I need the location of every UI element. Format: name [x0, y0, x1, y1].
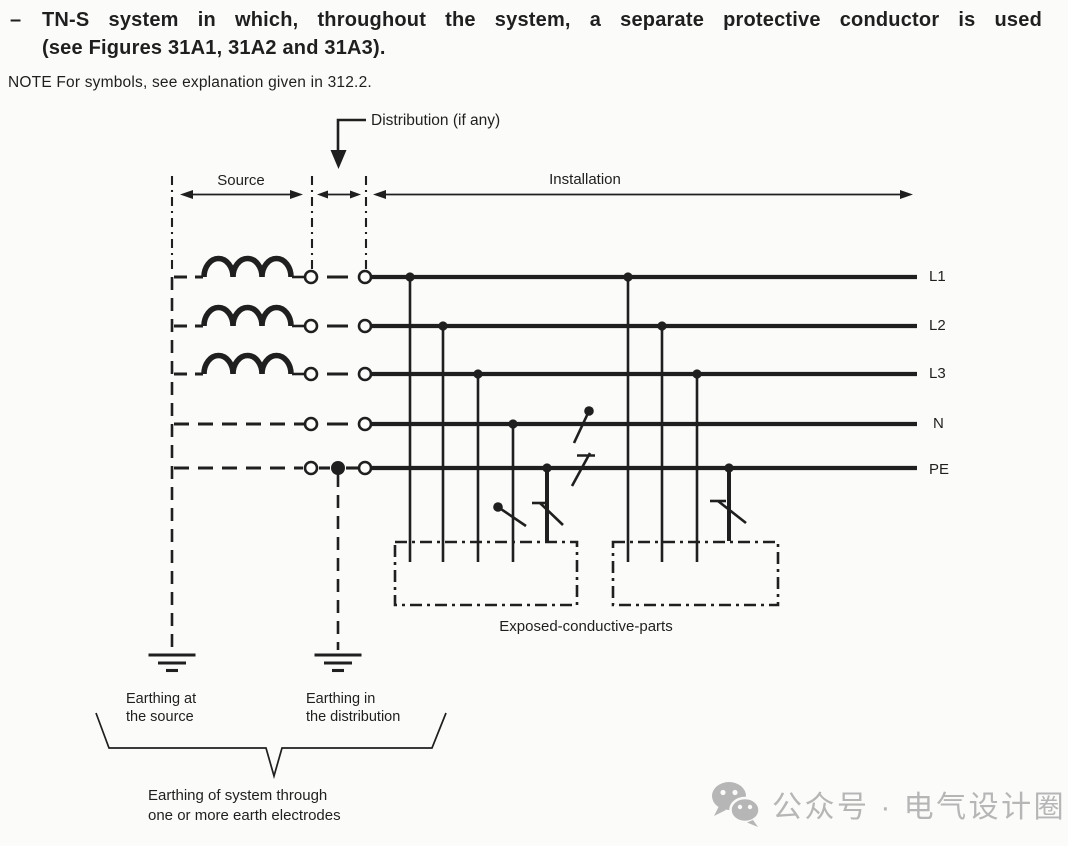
installation-span-arrow: [373, 190, 913, 199]
junction-dot: [473, 369, 483, 379]
heading-line2: (see Figures 31A1, 31A2 and 31A3).: [42, 37, 386, 59]
distribution-label: Distribution (if any): [371, 112, 501, 129]
pe-tap-symbol: [570, 452, 595, 487]
exposed-parts-box-1: [393, 540, 579, 607]
terminal-icon: [357, 269, 373, 285]
earth-icon: [148, 653, 196, 673]
terminal-icon: [303, 460, 319, 476]
distribution-arrow: [330, 118, 366, 169]
earthing-distribution-label: Earthing in the distribution: [306, 691, 401, 725]
terminal-icon: [357, 416, 373, 432]
conductor-L2: [174, 304, 917, 334]
conductor-L3: [174, 352, 917, 382]
watermark: 公众号 · 电气设计圈: [710, 780, 1066, 828]
wechat-icon: [712, 782, 761, 827]
source-winding-icon: [201, 304, 294, 327]
source-label: Source: [217, 172, 265, 189]
branch-circuit-1: [405, 272, 552, 562]
junction-dot: [542, 463, 552, 473]
pe-earthing-junction: [331, 461, 345, 475]
heading-paragraph: – TN-S system in which, throughout the s…: [10, 9, 1042, 60]
junction-dot: [508, 419, 518, 429]
source-winding-icon: [201, 352, 294, 375]
conductor-label-L1: L1: [929, 268, 946, 285]
installation-label: Installation: [549, 171, 621, 188]
source-span-arrow: [180, 190, 303, 199]
terminal-icon: [303, 269, 319, 285]
earthing-source-label: Earthing at the source: [126, 691, 197, 725]
source-winding-icon: [201, 255, 294, 278]
heading-line1: TN-S system in which, throughout the sys…: [42, 9, 1042, 31]
earth-icon: [314, 653, 362, 673]
terminal-icon: [303, 416, 319, 432]
neutral-tap-symbol: [572, 406, 594, 444]
terminal-icon: [357, 318, 373, 334]
pe-tap-symbol: [710, 499, 747, 525]
junction-dot: [405, 272, 415, 282]
earthing-caption: Earthing of system through one or more e…: [148, 787, 341, 824]
conductor-label-L2: L2: [929, 317, 946, 334]
conductor-label-N: N: [933, 415, 944, 432]
conductor-PE: [174, 460, 917, 476]
exposed-parts-box-2: [611, 540, 780, 607]
junction-dot: [623, 272, 633, 282]
watermark-text: 公众号 · 电气设计圈: [772, 791, 1067, 824]
junction-dot: [692, 369, 702, 379]
conductor-label-PE: PE: [929, 461, 950, 478]
branch-circuit-2: [623, 272, 734, 562]
list-dash: –: [10, 9, 22, 31]
junction-dot: [724, 463, 734, 473]
distribution-span-arrow: [317, 190, 361, 199]
earthing-brace: [95, 712, 447, 780]
conductor-L1: [174, 255, 917, 285]
heading-text: TN-S system in which, throughout the sys…: [42, 9, 1042, 60]
pe-tap-symbol: [532, 501, 564, 526]
junction-dot: [657, 321, 667, 331]
neutral-tap-symbol: [493, 502, 527, 528]
junction-dot: [438, 321, 448, 331]
exposed-parts-label: Exposed-conductive-parts: [499, 618, 673, 635]
boundary-guides: [170, 176, 368, 272]
conductor-label-L3: L3: [929, 365, 946, 382]
terminal-icon: [303, 366, 319, 382]
terminal-icon: [357, 460, 373, 476]
terminal-icon: [357, 366, 373, 382]
note-text: NOTE For symbols, see explanation given …: [8, 74, 372, 91]
terminal-icon: [303, 318, 319, 334]
conductor-N: [174, 416, 917, 432]
